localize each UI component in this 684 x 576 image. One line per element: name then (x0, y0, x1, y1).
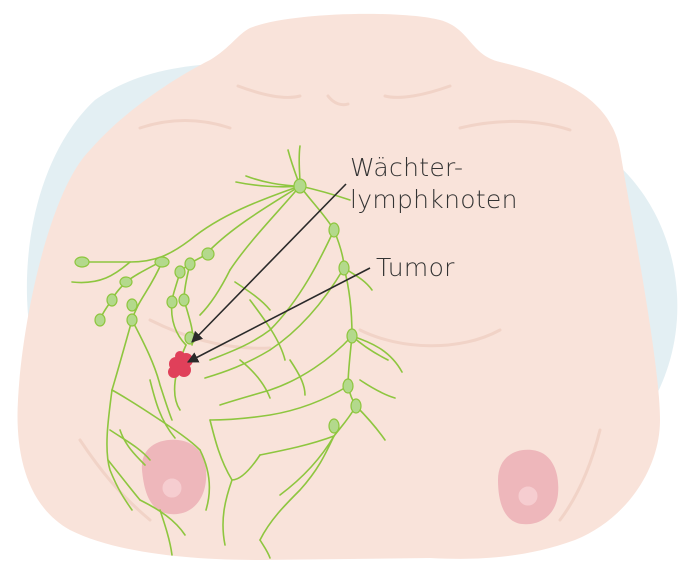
sentinel-lymph-node (184, 331, 196, 345)
lymph-node-icon (342, 378, 354, 394)
left-breast (141, 439, 207, 515)
lymph-node-icon (346, 328, 358, 344)
lymph-node-icon (328, 222, 340, 238)
lymph-node-icon (174, 265, 186, 279)
lymph-node-icon (201, 247, 215, 261)
sentinel-label-line1: Wächter- (350, 153, 463, 182)
lymph-node-icon (293, 178, 307, 194)
anatomy-shadows (78, 84, 602, 522)
lymph-node-icon (350, 398, 362, 414)
left-nipple (161, 477, 183, 499)
left-areola (141, 439, 207, 515)
tumor-cluster-icon (168, 351, 193, 378)
lymph-node-icon (184, 257, 196, 271)
lymph-node-icon (74, 256, 90, 268)
lymph-node-icon (94, 313, 106, 327)
lymph-node-icon (154, 256, 170, 268)
tumor-label: Tumor (376, 253, 455, 282)
lymph-node-icon (328, 418, 340, 434)
right-breast (498, 449, 559, 525)
torso-silhouette (17, 13, 661, 560)
lymph-node-icon (178, 293, 190, 307)
tumor-leader-line (187, 267, 371, 363)
right-nipple (517, 485, 539, 507)
sentinel-label-line2: lymphknoten (350, 185, 518, 214)
lymph-node-icon (338, 260, 350, 276)
lymph-node-icon (119, 276, 133, 288)
lymph-node-icon (126, 313, 138, 327)
lymph-node-icon (106, 293, 118, 307)
lymph-node-icon (166, 295, 178, 309)
lymph-node-icon (126, 298, 138, 312)
sentinel-leader-line (191, 183, 347, 343)
